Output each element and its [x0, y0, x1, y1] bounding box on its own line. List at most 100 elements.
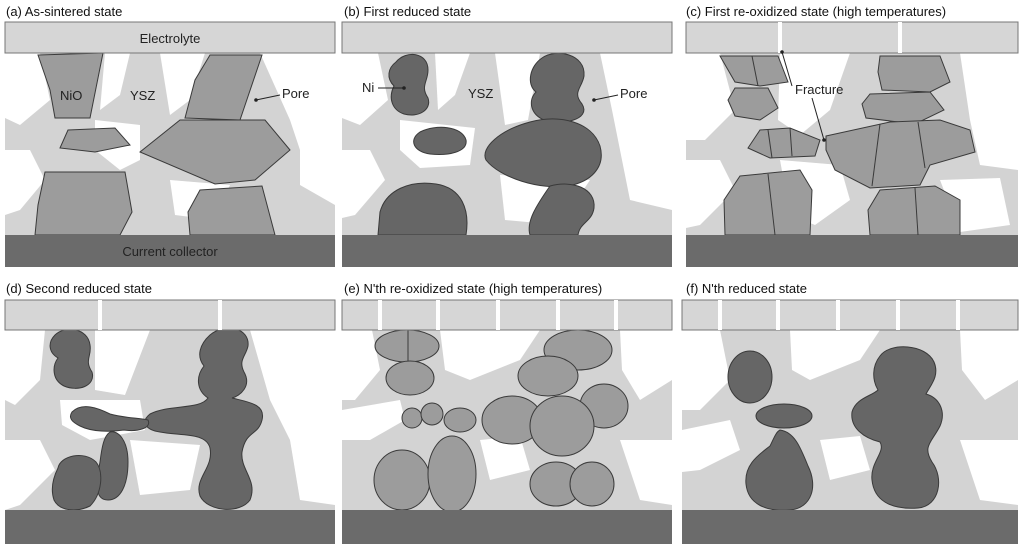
fracture-pointer-dot: [822, 138, 826, 142]
pore: [260, 53, 335, 205]
ni-particle: [51, 454, 102, 511]
pore: [5, 150, 45, 215]
fracture-line: [751, 55, 759, 87]
panel-b: Ni YSZ Pore: [341, 21, 673, 267]
ysz-label: YSZ: [130, 88, 155, 103]
nio-particle: [427, 435, 477, 513]
current-collector-layer: [5, 235, 335, 267]
ni-particle: [528, 183, 595, 236]
panel-c: Fracture: [685, 21, 1019, 267]
nio-particle: [139, 119, 291, 185]
fracture-pointer: [811, 97, 825, 141]
nio-particle: [529, 395, 595, 457]
pore-pointer: [593, 94, 619, 101]
fracture-pointer: [781, 51, 793, 87]
electrolyte-crack: [778, 22, 782, 53]
pore: [435, 53, 470, 110]
pore: [495, 53, 540, 125]
nio-particle: [34, 171, 133, 236]
fracture-line: [914, 187, 919, 236]
ni-particle: [851, 346, 943, 509]
electrolyte-crack: [556, 300, 560, 330]
pore: [600, 53, 672, 210]
electrolyte-crack: [836, 300, 840, 330]
pore: [250, 330, 335, 505]
electrolyte-layer: [685, 21, 1019, 54]
pore: [342, 400, 405, 440]
pore: [778, 53, 850, 135]
nio-particle: [825, 119, 976, 189]
fracture-line: [767, 173, 776, 236]
electrolyte-crack: [496, 300, 500, 330]
current-collector-layer: [5, 510, 335, 544]
pore: [342, 330, 380, 400]
pore: [5, 330, 45, 405]
nio-particle: [569, 461, 615, 507]
electrolyte-crack: [956, 300, 960, 330]
ni-particle: [529, 52, 585, 123]
nio-particle: [719, 55, 789, 87]
pore-label: Pore: [620, 86, 647, 101]
pore: [820, 436, 870, 480]
pore: [686, 160, 735, 228]
current-collector-layer: [686, 235, 1018, 267]
pore-pointer-dot: [592, 98, 596, 102]
electrolyte-crack: [776, 300, 780, 330]
pore: [480, 436, 530, 480]
electrolyte-crack: [98, 300, 102, 330]
pore: [130, 440, 200, 495]
electrolyte-crack: [436, 300, 440, 330]
electrolyte-crack: [718, 300, 722, 330]
pore: [790, 330, 880, 380]
pore-pointer-dot: [254, 98, 258, 102]
pore-pointer: [255, 94, 281, 101]
ni-particle: [96, 431, 129, 501]
electrolyte-label: Electrolyte: [140, 31, 201, 46]
nio-particle: [517, 355, 579, 397]
electrolyte-crack: [896, 300, 900, 330]
nio-particle: [867, 185, 961, 236]
current-collector-layer: [342, 510, 672, 544]
fracture-pointer-dot: [780, 50, 784, 54]
pore: [620, 330, 672, 400]
panel-e: [341, 299, 673, 544]
panel-f-title: (f) N'th reduced state: [686, 281, 807, 296]
panel-a-title: (a) As-sintered state: [6, 4, 123, 19]
ni-particle: [377, 182, 468, 236]
nio-particle: [373, 449, 431, 511]
nio-particle: [747, 127, 821, 159]
pore: [160, 53, 205, 115]
pore: [440, 330, 540, 380]
ni-particle: [755, 403, 813, 429]
fracture-label: Fracture: [795, 82, 843, 97]
electrolyte-crack: [378, 300, 382, 330]
ni-particle: [69, 406, 150, 432]
fracture-line: [789, 127, 793, 157]
nio-particle: [59, 127, 131, 153]
fracture-line: [917, 121, 926, 169]
nio-particle: [385, 360, 435, 396]
electrolyte-layer: [341, 21, 673, 54]
panel-e-title: (e) N'th re-oxidized state (high tempera…: [344, 281, 603, 296]
pore: [960, 440, 1018, 505]
pore-label: Pore: [282, 86, 309, 101]
electrolyte-layer: [4, 299, 336, 331]
pore: [100, 53, 130, 110]
ni-particle: [49, 328, 94, 389]
panel-d-title: (d) Second reduced state: [6, 281, 152, 296]
electrolyte-layer: [681, 299, 1019, 331]
electrolyte-crack: [898, 22, 902, 53]
electrolyte-crack: [218, 300, 222, 330]
fracture-line: [767, 129, 773, 159]
nio-particle: [727, 87, 779, 121]
ni-particle: [144, 327, 264, 510]
nio-particle: [374, 329, 440, 363]
electrolyte-layer: [341, 299, 673, 331]
nio-particle: [443, 407, 477, 433]
nio-particle: [184, 54, 263, 121]
pore: [95, 330, 150, 395]
ni-particle: [727, 350, 773, 404]
pore: [960, 53, 1018, 170]
fracture-line: [871, 123, 881, 187]
